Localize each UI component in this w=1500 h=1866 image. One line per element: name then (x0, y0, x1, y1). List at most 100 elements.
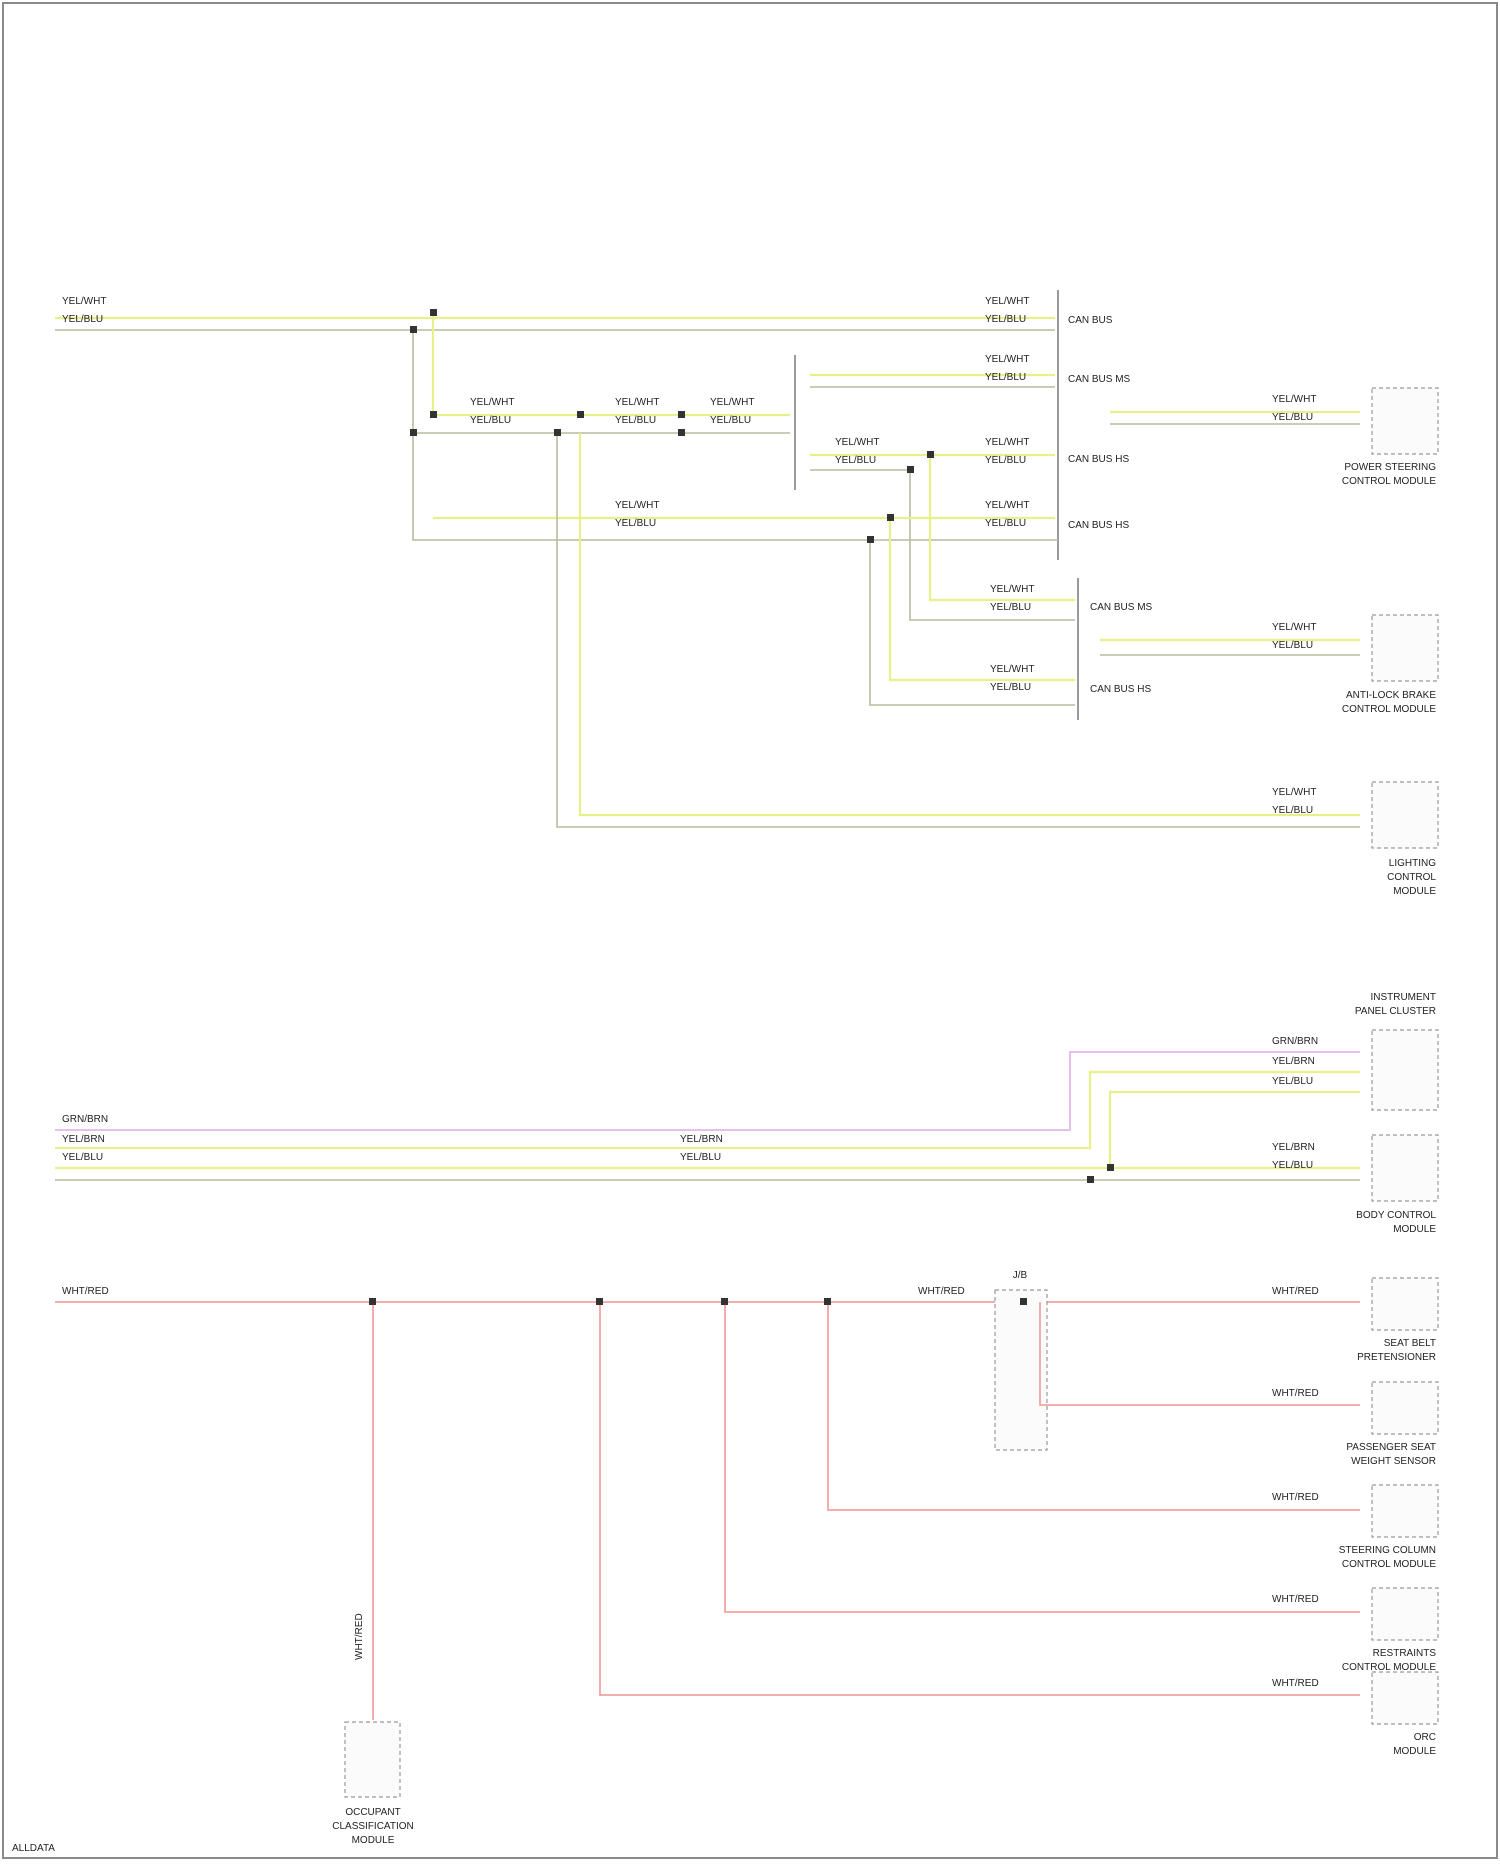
comp7-line2: WEIGHT SENSOR (1351, 1456, 1436, 1467)
label-red-1: WHT/RED (62, 1286, 109, 1297)
splice-node (554, 429, 561, 436)
label-br-b2: YEL/BLU (990, 682, 1031, 693)
label-bus-4: CAN BUS MS (1090, 602, 1153, 613)
wire-mid-branch (1110, 1092, 1360, 1168)
splice-node (1020, 1298, 1027, 1305)
label-bus-2: CAN BUS HS (1068, 454, 1129, 465)
label-comp1-b: YEL/BLU (1272, 412, 1313, 423)
comp1-line2: CONTROL MODULE (1342, 476, 1436, 487)
label-comp1-a: YEL/WHT (1272, 394, 1316, 405)
component-box-5 (1372, 1135, 1438, 1201)
component-box-3 (1372, 782, 1438, 848)
footer-label: ALLDATA (12, 1843, 55, 1854)
label-bus-3: CAN BUS HS (1068, 520, 1129, 531)
label-bus3-b: YEL/BLU (615, 518, 656, 529)
splice-node (410, 326, 417, 333)
label-lower-a: YEL/BRN (62, 1134, 105, 1145)
label-bus3-b2: YEL/BLU (985, 518, 1026, 529)
splice-node (1087, 1176, 1094, 1183)
comp9-line1: RESTRAINTS (1373, 1648, 1437, 1659)
splice-node (596, 1298, 603, 1305)
splice-node (430, 309, 437, 316)
comp3-line2: CONTROL (1387, 872, 1436, 883)
splice-node (678, 411, 685, 418)
splice-node (1107, 1164, 1114, 1171)
splice-node (721, 1298, 728, 1305)
wire-v-b (413, 330, 1058, 540)
label-br-b1: YEL/BLU (990, 602, 1031, 613)
splice-node (678, 429, 685, 436)
component-box-8 (1372, 1485, 1438, 1537)
splice-node (577, 411, 584, 418)
wire-red-b3 (600, 1302, 1360, 1695)
wire-red-b1 (828, 1302, 1360, 1510)
comp3-line1: LIGHTING (1389, 858, 1436, 869)
label-lower-b: YEL/BLU (62, 1152, 103, 1163)
label-lower-a-mid: YEL/BRN (680, 1134, 723, 1145)
comp7-line1: PASSENGER SEAT (1346, 1442, 1436, 1453)
label-mid-b3: YEL/BLU (710, 415, 751, 426)
splice-node (824, 1298, 831, 1305)
label-bus-1: CAN BUS MS (1068, 374, 1131, 385)
label-bus2-a2: YEL/WHT (985, 437, 1029, 448)
junction-label: J/B (1013, 1270, 1028, 1281)
comp10-line1: ORC (1414, 1732, 1436, 1743)
label-c4-b: YEL/BLU (1272, 1076, 1313, 1087)
label-mid-a3: YEL/WHT (710, 397, 754, 408)
component-box-7 (1372, 1382, 1438, 1434)
comp5-line1: BODY CONTROL (1356, 1210, 1436, 1221)
label-bus1-a: YEL/WHT (985, 354, 1029, 365)
label-red-5: WHT/RED (1272, 1492, 1319, 1503)
bottom-comp-line3: MODULE (352, 1835, 395, 1846)
wire-comp3-y (580, 433, 1360, 815)
label-red-7: WHT/RED (1272, 1678, 1319, 1689)
label-bus-5: CAN BUS HS (1090, 684, 1151, 695)
component-box-9 (1372, 1588, 1438, 1640)
label-mid-b2: YEL/BLU (615, 415, 656, 426)
bottom-comp-line1: OCCUPANT (345, 1807, 400, 1818)
label-bus3-a2: YEL/WHT (985, 500, 1029, 511)
wire-comp3-g (557, 433, 1360, 827)
label-top-wire-2: YEL/BLU (62, 314, 103, 325)
label-comp3-a: YEL/WHT (1272, 787, 1316, 798)
label-lower-p: GRN/BRN (62, 1114, 108, 1125)
bottom-comp-line2: CLASSIFICATION (332, 1821, 414, 1832)
label-bus1-b: YEL/BLU (985, 372, 1026, 383)
wire-bus2-g (810, 470, 1075, 620)
label-br-a1: YEL/WHT (990, 584, 1034, 595)
label-comp2-b: YEL/BLU (1272, 640, 1313, 651)
comp6-line2: PRETENSIONER (1357, 1352, 1436, 1363)
label-br-a2: YEL/WHT (990, 664, 1034, 675)
label-mid-b1: YEL/BLU (470, 415, 511, 426)
label-top-wire-2b: YEL/BLU (985, 314, 1026, 325)
label-c5-b: YEL/BLU (1272, 1160, 1313, 1171)
label-c4-p: GRN/BRN (1272, 1036, 1318, 1047)
comp6-line1: SEAT BELT (1384, 1338, 1436, 1349)
label-bus2-b: YEL/BLU (835, 455, 876, 466)
component-box-1 (1372, 388, 1438, 454)
diagram-frame (3, 3, 1497, 1858)
splice-node (369, 1298, 376, 1305)
comp8-line2: CONTROL MODULE (1342, 1559, 1436, 1570)
component-box-10 (1372, 1672, 1438, 1724)
component-box-2 (1372, 615, 1438, 681)
comp4-line1: INSTRUMENT (1370, 992, 1436, 1003)
splice-node (867, 536, 874, 543)
component-box-4 (1372, 1030, 1438, 1110)
splice-node (430, 411, 437, 418)
comp10-line2: MODULE (1393, 1746, 1436, 1757)
label-top-wire-1: YEL/WHT (62, 296, 106, 307)
label-lower-b-mid: YEL/BLU (680, 1152, 721, 1163)
label-comp3-b: YEL/BLU (1272, 805, 1313, 816)
comp5-line2: MODULE (1393, 1224, 1436, 1235)
label-bus3-a: YEL/WHT (615, 500, 659, 511)
label-comp2-a: YEL/WHT (1272, 622, 1316, 633)
splice-node (410, 429, 417, 436)
splice-node (907, 466, 914, 473)
label-red-8: WHT/RED (354, 1613, 365, 1660)
label-red-3: WHT/RED (1272, 1286, 1319, 1297)
label-c4-a: YEL/BRN (1272, 1056, 1315, 1067)
splice-node (887, 514, 894, 521)
